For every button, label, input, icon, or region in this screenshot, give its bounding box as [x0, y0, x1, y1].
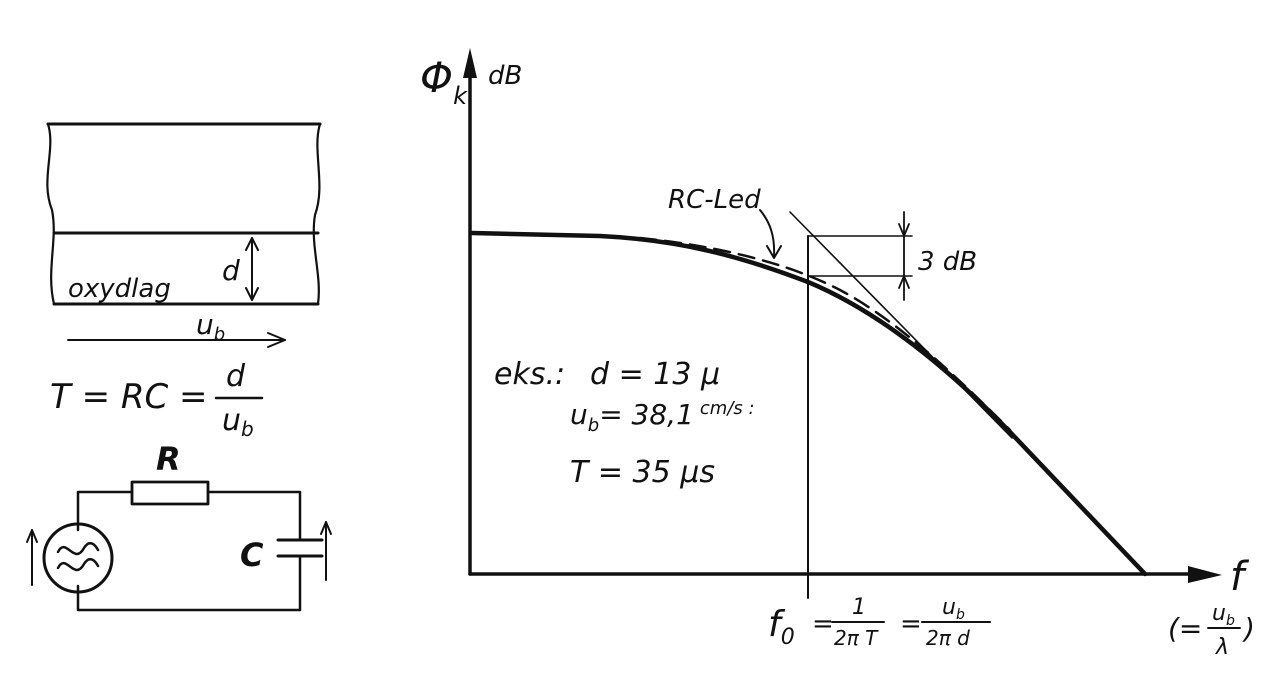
y-axis-symbol: Φk [420, 53, 468, 110]
curve-label: RC-Led [668, 185, 761, 215]
formula-lhs: T = RC = [50, 377, 208, 417]
source-wave-upper-icon [56, 541, 100, 556]
circuit-wire-right-top [206, 490, 302, 542]
resistor-symbol [130, 480, 210, 506]
formula-denominator: ub [222, 403, 254, 441]
velocity-label: ub [196, 308, 225, 345]
tape-left-break-edge [46, 122, 56, 306]
formula-numerator: d [226, 359, 246, 394]
drop-arrow-up-head [898, 275, 910, 289]
source-wave-lower-icon [56, 557, 100, 572]
example-time-constant: T = 35 μs [570, 455, 715, 490]
curve-label-pointer-head [766, 245, 782, 259]
tape-right-break-edge [312, 122, 322, 306]
tape-cross-section: d oxydlag [46, 122, 322, 306]
time-constant-formula: T = RC = d ub [50, 359, 264, 441]
f0-equals-2: = [900, 609, 922, 639]
f0-fraction1-denominator: 2π T [834, 626, 879, 650]
thickness-label: d [222, 254, 240, 287]
velocity-arrow-head [267, 332, 286, 348]
capacitor-label: C [240, 536, 264, 574]
circuit-wire-left-top [76, 490, 134, 532]
drop-arrow-down-head [898, 223, 910, 237]
resistor-label: R [156, 440, 181, 478]
x-alt-open: (= [1168, 612, 1202, 645]
capacitor-voltage-arrow-head [320, 521, 332, 535]
rc-approximation-curve [638, 236, 1012, 432]
x-alt-numerator: ub [1212, 601, 1235, 629]
oxide-layer-label: oxydlag [68, 274, 171, 304]
x-axis-alt-formula: (= ub λ ) [1168, 601, 1255, 660]
f0-fraction1-numerator: 1 [852, 595, 866, 620]
curve-label-pointer [759, 209, 776, 257]
y-axis-arrow-head [463, 48, 477, 78]
example-thickness: d = 13 μ [590, 357, 720, 392]
rc-circuit: R C [26, 440, 332, 612]
tape-velocity: ub [67, 308, 286, 348]
signal-source-symbol [42, 522, 114, 594]
f0-fraction2-numerator: ub [942, 595, 965, 623]
asymptote-line [789, 211, 1013, 439]
x-alt-denominator: λ [1215, 635, 1229, 660]
example-prefix: eks.: [494, 357, 565, 392]
f0-equals-1: = [812, 609, 834, 639]
frequency-response-graph: Φk dB f 3 dB RC-Led eks.: d = 13 μ ub= 3… [420, 48, 1255, 660]
drop-label: 3 dB [918, 247, 977, 277]
y-axis-unit: dB [488, 61, 522, 91]
circuit-wire-bottom [76, 554, 302, 612]
x-axis-arrow-head [1188, 566, 1222, 583]
thickness-arrow-up-head [245, 237, 259, 251]
x-alt-close: ) [1242, 612, 1255, 645]
source-voltage-arrow-head [26, 529, 38, 543]
thickness-arrow-down-head [245, 287, 259, 301]
x-axis-symbol: f [1230, 554, 1250, 600]
cutoff-frequency-formula: f0 = 1 2π T = ub 2π d [768, 595, 991, 650]
f0-symbol: f0 [768, 604, 795, 650]
f0-fraction2-denominator: 2π d [926, 626, 970, 650]
